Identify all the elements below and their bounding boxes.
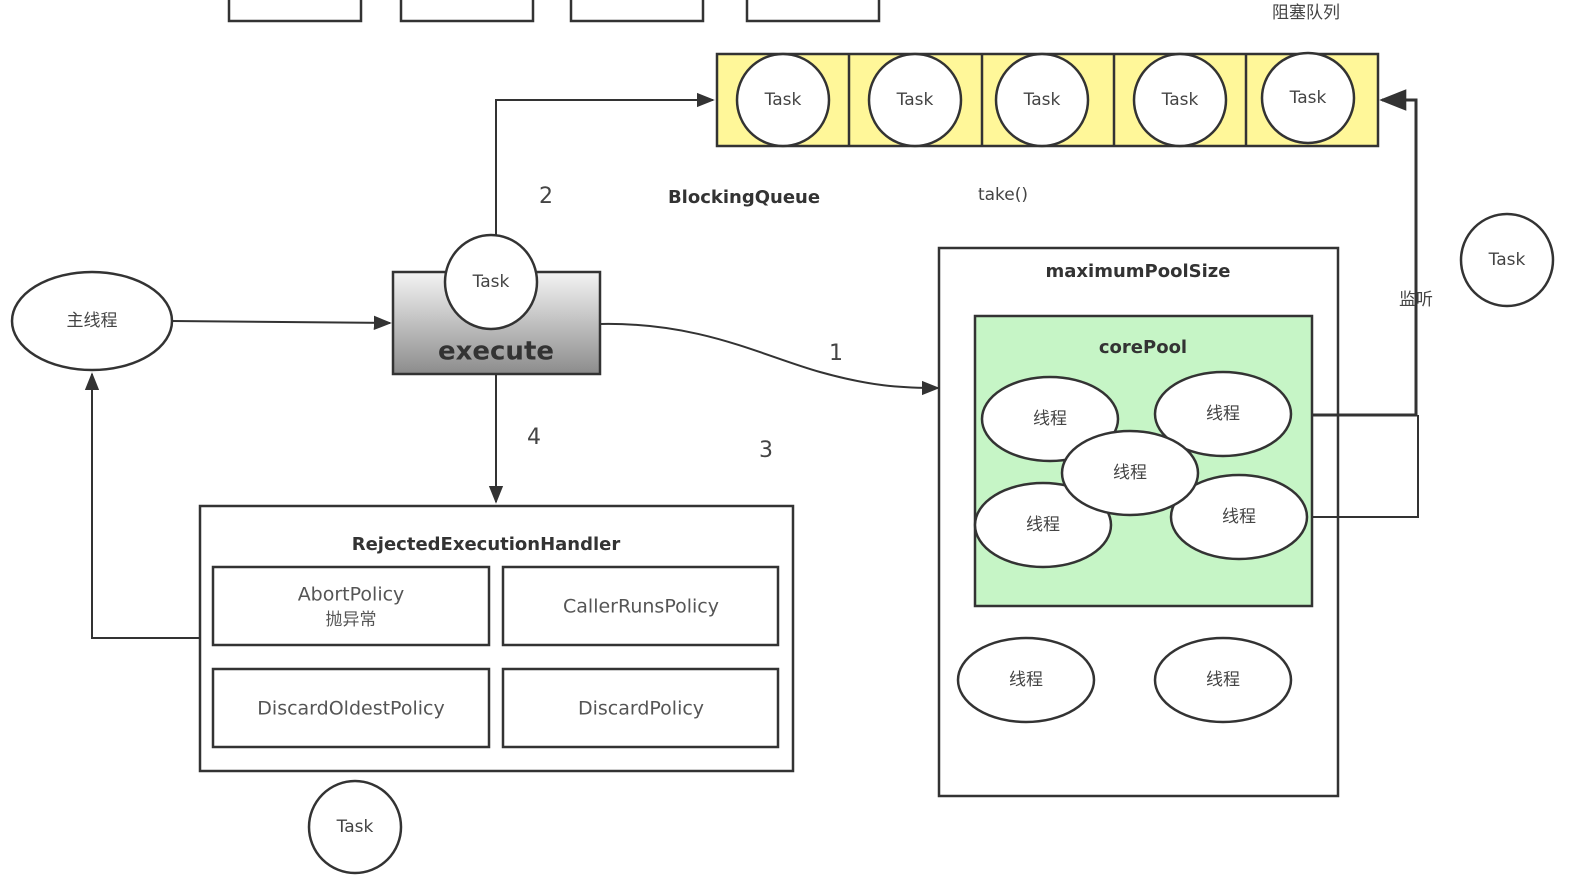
policy-name: AbortPolicy [298, 584, 405, 606]
arrow-thread-to-queue [1292, 89, 1418, 417]
listen-label: 监听 [1399, 290, 1433, 310]
task-label: Task [1023, 90, 1061, 110]
blocking-queue-label: BlockingQueue [668, 187, 820, 208]
queue-task: Task [867, 52, 963, 148]
policy-discard: DiscardPolicy [501, 667, 780, 749]
thread-label: 线程 [1026, 515, 1060, 535]
queue-task: Task [1132, 52, 1228, 148]
thread-label: 线程 [1206, 670, 1240, 690]
arrow-main-to-execute [171, 315, 392, 331]
core-pool: corePool 线程 线程 线程 线程 线程 [973, 314, 1314, 608]
queue-task: Task [1260, 51, 1356, 145]
core-thread: 线程 [973, 481, 1113, 569]
policy-abort: AbortPolicy 抛异常 [211, 565, 491, 647]
extra-thread: 线程 [1153, 636, 1293, 724]
core-pool-title: corePool [1099, 337, 1187, 358]
queue-task: Task [735, 52, 831, 148]
thread-label: 线程 [1206, 404, 1240, 424]
core-thread: 线程 [1169, 473, 1309, 561]
task-label: Task [1289, 88, 1327, 108]
task-label: Task [472, 272, 510, 292]
rejected-title: RejectedExecutionHandler [352, 534, 621, 555]
task-circle [443, 233, 539, 331]
partial-box [399, 0, 535, 23]
step-4-label: 4 [527, 425, 541, 450]
pool-title: maximumPoolSize [1046, 261, 1231, 282]
take-label: take() [978, 185, 1028, 205]
task-label: Task [764, 90, 802, 110]
rejected-task: Task [307, 779, 403, 875]
policy-name: DiscardOldestPolicy [257, 698, 444, 720]
main-thread-node: 主线程 [10, 270, 174, 372]
core-thread: 线程 [980, 375, 1120, 463]
task-label: Task [1161, 90, 1199, 110]
policy-discard-oldest: DiscardOldestPolicy [211, 667, 491, 749]
execute-node: Task execute [391, 233, 602, 376]
task-label: Task [336, 817, 374, 837]
core-thread: 线程 [1060, 429, 1200, 517]
policy-note: 抛异常 [326, 610, 377, 630]
incoming-task: Task [1459, 212, 1555, 308]
thread-label: 线程 [1033, 409, 1067, 429]
thread-label: 线程 [1222, 507, 1256, 527]
connector-thread-listen [1308, 415, 1419, 518]
blocking-queue: Task Task Task Task Task [715, 51, 1380, 148]
main-thread-label: 主线程 [67, 311, 118, 331]
arrow-to-queue [495, 92, 715, 236]
extra-thread: 线程 [956, 636, 1096, 724]
step-2-label: 2 [539, 184, 553, 209]
core-thread: 线程 [1153, 370, 1293, 458]
thread-label: 线程 [1009, 670, 1043, 690]
policy-name: CallerRunsPolicy [563, 596, 719, 618]
blocking-queue-cn-label: 阻塞队列 [1272, 3, 1340, 23]
arrow-rejected-to-main [84, 372, 200, 639]
maximum-pool: maximumPoolSize corePool 线程 线程 线程 线程 线程 … [937, 246, 1340, 798]
policy-name: DiscardPolicy [578, 698, 704, 720]
queue-task: Task [994, 52, 1090, 148]
task-label: Task [896, 90, 934, 110]
policy-caller-runs: CallerRunsPolicy [501, 565, 780, 647]
arrow-execute-to-pool [599, 322, 940, 396]
execute-label: execute [438, 337, 554, 367]
task-label: Task [1488, 250, 1526, 270]
partial-box [227, 0, 363, 23]
thread-label: 线程 [1113, 463, 1147, 483]
partial-box [569, 0, 705, 23]
partial-box [745, 0, 881, 23]
rejected-execution-handler: RejectedExecutionHandler AbortPolicy 抛异常… [198, 504, 795, 773]
step-1-label: 1 [829, 341, 843, 366]
step-3-label: 3 [759, 438, 773, 463]
top-partial-boxes [227, 0, 881, 23]
